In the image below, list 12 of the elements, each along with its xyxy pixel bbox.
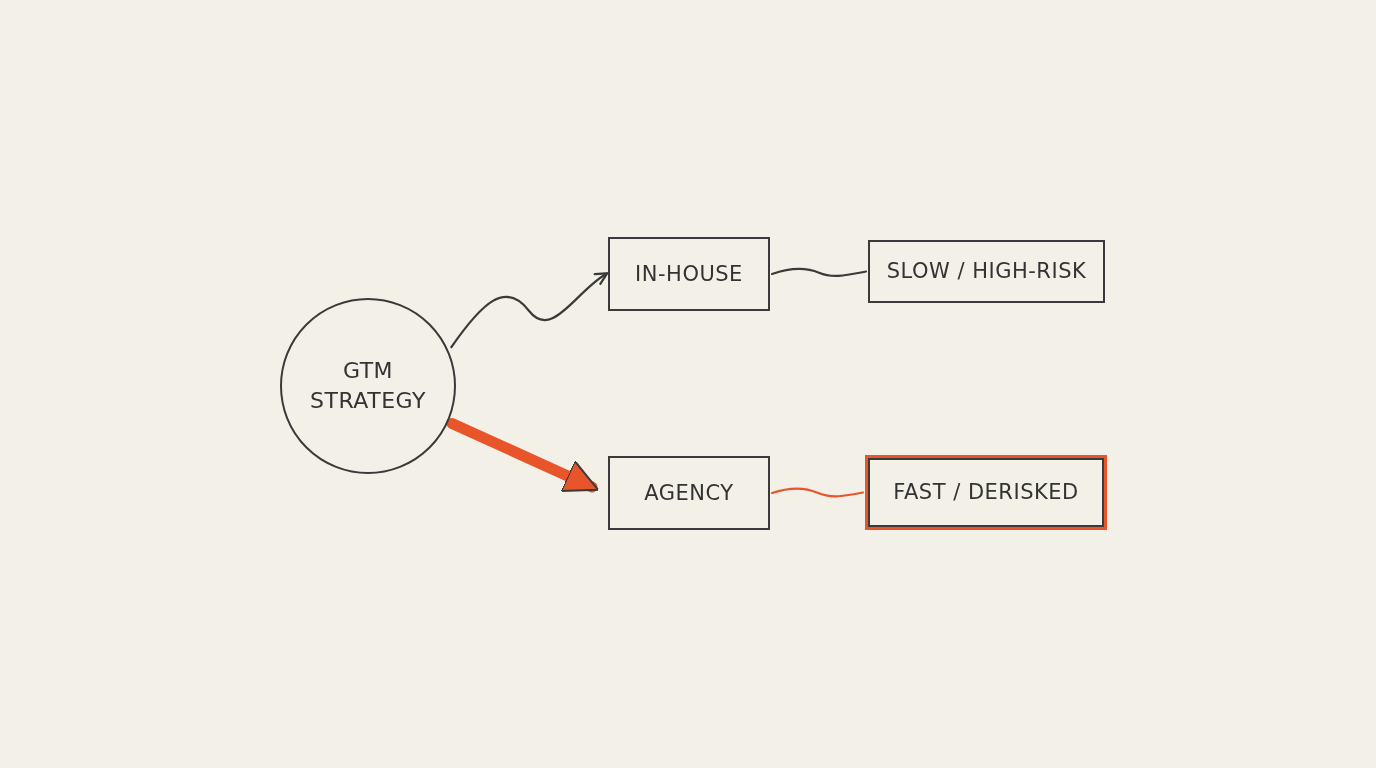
arrow <box>450 272 609 349</box>
arrow <box>446 417 599 493</box>
strategy-circle <box>280 298 456 474</box>
node-label: FAST / DERISKED <box>893 479 1079 507</box>
node-label: SLOW / HIGH-RISK <box>886 258 1087 286</box>
node-label: GTM STRATEGY <box>309 357 427 415</box>
option-box <box>868 240 1105 303</box>
node-label: AGENCY <box>644 479 734 507</box>
node-label: IN-HOUSE <box>635 260 743 288</box>
option-box <box>865 455 1107 530</box>
option-box <box>608 237 770 311</box>
option-box <box>608 456 770 530</box>
